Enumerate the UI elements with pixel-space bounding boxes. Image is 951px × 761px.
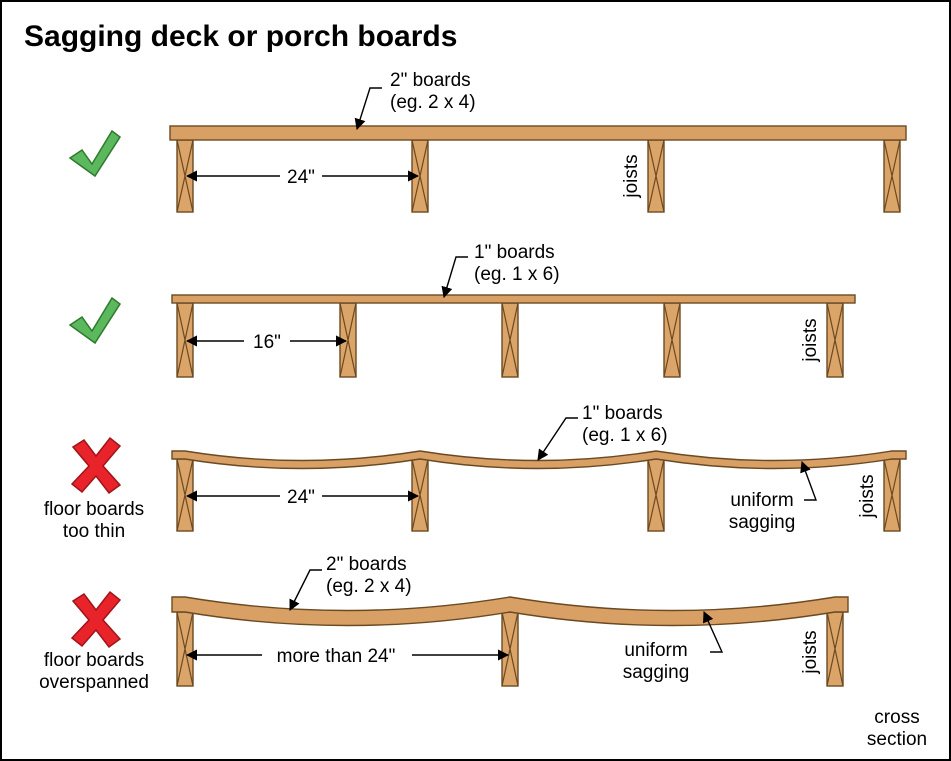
board-leader [354, 87, 382, 131]
board-label-line-1: 1" boards [582, 403, 663, 424]
joists-label: joists [621, 154, 642, 198]
joist [176, 302, 194, 378]
board-label-line-2: (eg. 2 x 4) [326, 576, 412, 597]
floor-board [169, 125, 907, 141]
span-label: 24" [287, 167, 315, 188]
sag-leader [703, 610, 724, 653]
sag-label-line-1: uniform [730, 490, 793, 511]
board-leader [289, 569, 322, 612]
joist [501, 302, 519, 378]
failure-caption-line-2: overspanned [39, 672, 149, 693]
row-2: 1" boards (eg. 1 x 6) 16" joists [68, 242, 856, 378]
cross-section-label-line-1: cross [874, 707, 919, 728]
sag-leader [800, 460, 818, 501]
sag-label-line-2: sagging [623, 662, 690, 683]
floor-board [171, 450, 907, 470]
check-icon [68, 296, 122, 345]
board-label-line-1: 1" boards [474, 242, 555, 263]
floor-board [171, 294, 856, 304]
joist [647, 139, 665, 213]
joist [883, 458, 901, 532]
row-3: floor boards too thin 1" boards (eg. 1 x [44, 403, 907, 542]
board-label-line-2: (eg. 1 x 6) [582, 425, 668, 446]
board-label-line-1: 2" boards [390, 70, 471, 91]
joists-label: joists [800, 318, 821, 362]
span-label: more than 24" [277, 646, 396, 667]
check-icon [68, 129, 122, 178]
joists-label: joists [800, 630, 821, 674]
joist [176, 458, 194, 532]
board-label-line-2: (eg. 1 x 6) [474, 264, 560, 285]
joists-label: joists [857, 474, 878, 518]
board-label-line-1: 2" boards [326, 554, 407, 575]
joist [663, 302, 681, 378]
failure-caption-line-1: floor boards [44, 499, 144, 520]
joist [411, 458, 429, 532]
cross-section-label-line-2: section [867, 729, 927, 750]
joist [501, 611, 519, 687]
cross-icon [70, 590, 122, 649]
failure-caption-line-1: floor boards [44, 650, 144, 671]
joist [176, 611, 194, 687]
joist [647, 458, 665, 532]
joist [826, 302, 844, 378]
span-label: 24" [287, 487, 315, 508]
row-4: floor boards overspanned 2" boards (eg. … [39, 554, 849, 693]
span-label: 16" [253, 332, 281, 353]
failure-caption-line-2: too thin [63, 521, 125, 542]
joist [339, 302, 357, 378]
floor-board [171, 596, 849, 627]
row-1: 2" boards (eg. 2 x 4) 24" joists [68, 70, 907, 213]
sag-label-line-1: uniform [624, 640, 687, 661]
board-leader [537, 417, 578, 461]
joist [883, 139, 901, 213]
board-label-line-2: (eg. 2 x 4) [390, 92, 476, 113]
cross-icon [70, 436, 122, 495]
diagram-title: Sagging deck or porch boards [24, 20, 458, 53]
sag-label-line-2: sagging [729, 512, 796, 533]
board-leader [441, 256, 468, 299]
joist [826, 611, 844, 687]
